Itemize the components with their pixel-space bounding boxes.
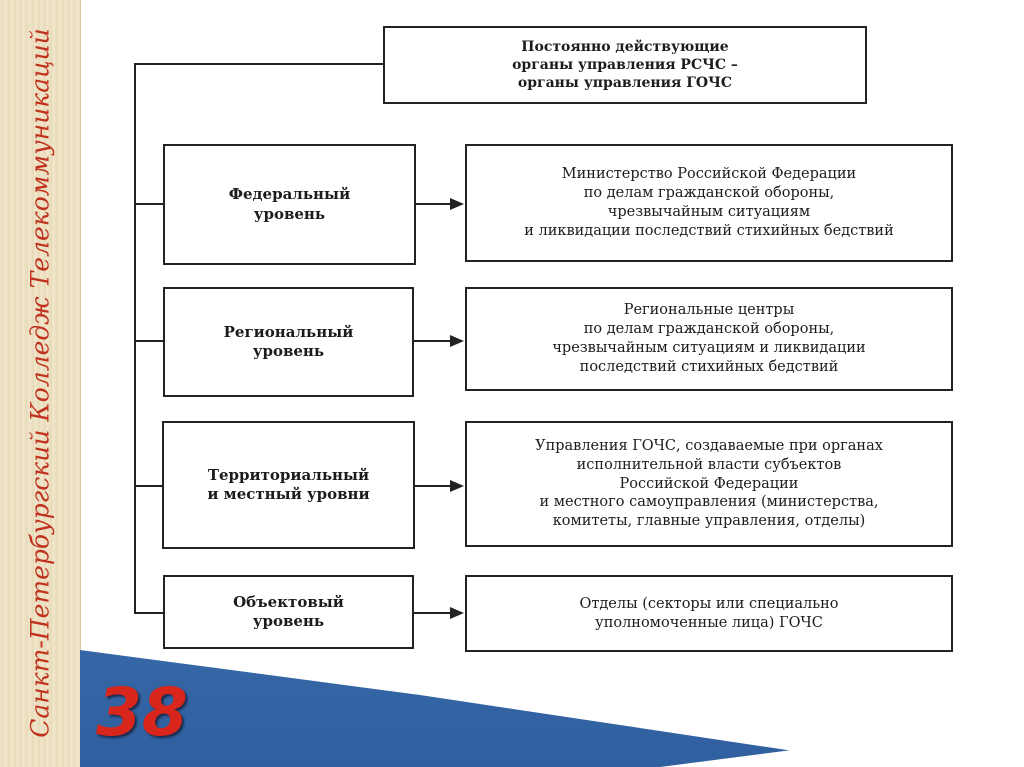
vertical-spine (134, 63, 136, 614)
body-text: Отделы (секторы или специально уполномоч… (579, 595, 839, 631)
page-number: 38 (96, 674, 188, 751)
level-label: Федеральный уровень (228, 185, 351, 223)
body-box-territorial: Управления ГОЧС, создаваемые при органах… (465, 421, 953, 547)
body-text: Министерство Российской Федерации по дел… (524, 166, 894, 239)
arrow-head (450, 198, 464, 210)
body-box-object: Отделы (секторы или специально уполномоч… (465, 575, 953, 652)
level-label: Территориальный и местный уровни (207, 465, 370, 504)
sidebar-strip: Санкт-Петербургский Колледж Телекоммуник… (0, 0, 81, 767)
level-box-regional: Региональный уровень (163, 287, 414, 397)
level-label: Региональный уровень (223, 322, 354, 361)
college-name: Санкт-Петербургский Колледж Телекоммуник… (25, 28, 55, 738)
branch-connector (134, 340, 164, 342)
arrow-head (450, 335, 464, 347)
level-box-federal: Федеральный уровень (163, 144, 416, 265)
arrow-head (450, 607, 464, 619)
arrow-line (416, 203, 450, 205)
top-box: Постоянно действующие органы управления … (383, 26, 867, 104)
level-box-territorial: Территориальный и местный уровни (162, 421, 415, 549)
arrow-line (414, 612, 450, 614)
branch-connector (134, 485, 164, 487)
top-box-text: Постоянно действующие органы управления … (512, 38, 738, 92)
arrow-line (415, 485, 450, 487)
body-text: Региональные центры по делам гражданской… (552, 302, 866, 375)
body-box-federal: Министерство Российской Федерации по дел… (465, 144, 953, 262)
body-box-regional: Региональные центры по делам гражданской… (465, 287, 953, 391)
level-label: Объектовый уровень (233, 592, 344, 631)
body-text: Управления ГОЧС, создаваемые при органах… (535, 437, 883, 530)
branch-connector (134, 612, 164, 614)
level-box-object: Объектовый уровень (163, 575, 414, 649)
arrow-head (450, 480, 464, 492)
top-connector (134, 63, 384, 65)
arrow-line (414, 340, 450, 342)
branch-connector (134, 203, 164, 205)
